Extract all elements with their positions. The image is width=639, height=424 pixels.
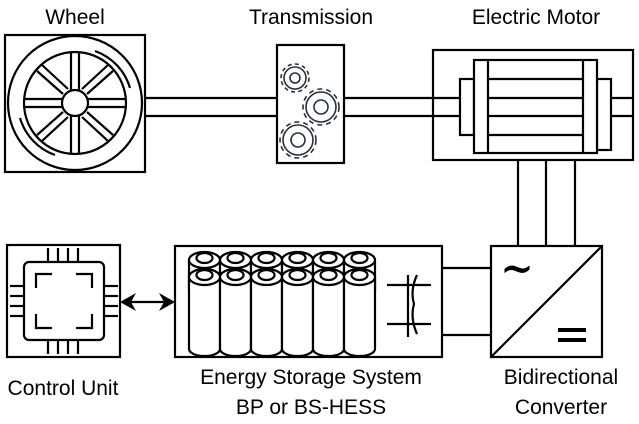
ess-label-line2: BP or BS-HESS	[235, 396, 387, 419]
dc-link	[442, 266, 491, 337]
bidirectional-converter-block: ~	[489, 244, 604, 359]
battery-cell	[280, 267, 315, 358]
converter-label-line1: Bidirectional	[503, 366, 619, 389]
wheel-label: Wheel	[45, 6, 105, 29]
transmission-label: Transmission	[248, 6, 374, 29]
wheel-icon	[6, 34, 144, 172]
ac-symbol: ~	[500, 245, 534, 292]
battery-cell	[187, 267, 222, 358]
ess-label-line1: Energy Storage System	[200, 366, 422, 389]
battery-cell	[311, 267, 346, 358]
transmission-block	[275, 43, 346, 165]
battery-pack-icon	[187, 250, 377, 358]
control-unit-label: Control Unit	[7, 377, 119, 400]
electric-motor-block	[431, 48, 635, 162]
three-phase-wires	[516, 160, 577, 246]
motor-label: Electric Motor	[471, 6, 601, 29]
control-unit-block	[5, 243, 122, 359]
chip-icon	[10, 248, 118, 354]
energy-storage-block	[173, 244, 444, 359]
gears-icon	[279, 63, 340, 159]
battery-cell	[342, 267, 377, 358]
battery-cell	[249, 267, 284, 358]
converter-label-line2: Converter	[514, 396, 608, 419]
battery-cell	[218, 267, 253, 358]
bidirectional-arrow	[120, 293, 175, 311]
supercapacitor-icon	[387, 274, 431, 337]
dc-symbol	[558, 328, 586, 332]
wheel-block	[3, 33, 147, 174]
motor-icon	[458, 58, 613, 155]
